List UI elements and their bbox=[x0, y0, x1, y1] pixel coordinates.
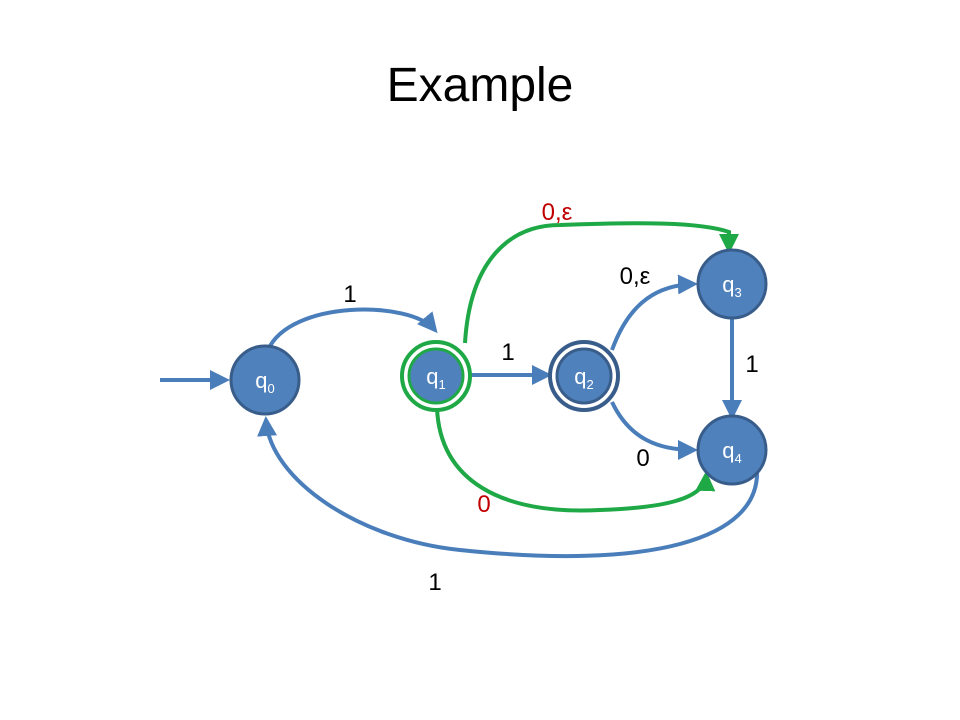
label-q1-q2: 1 bbox=[501, 339, 514, 366]
label-q2-q4: 0 bbox=[636, 445, 649, 472]
state-q1-sub: 1 bbox=[439, 377, 446, 392]
state-q1: q1 bbox=[400, 340, 472, 412]
state-q0-base: q bbox=[255, 368, 267, 393]
label-q2-q3: 0,ε bbox=[620, 263, 651, 290]
state-q3-base: q bbox=[722, 272, 734, 297]
state-q2-sub: 2 bbox=[587, 377, 594, 392]
label-q3-q4: 1 bbox=[745, 351, 758, 378]
state-q1-base: q bbox=[426, 364, 438, 389]
svg-text:q4: q4 bbox=[722, 438, 741, 466]
slide-title: Example bbox=[386, 59, 574, 112]
svg-text:q3: q3 bbox=[722, 272, 741, 300]
edge-q0-q1 bbox=[266, 307, 438, 351]
edge-q2-q3 bbox=[610, 274, 698, 351]
state-q4-sub: 4 bbox=[735, 451, 742, 466]
state-q3-sub: 3 bbox=[735, 285, 742, 300]
label-q1-q3: 0,ε bbox=[542, 199, 573, 226]
label-q4-q0: 1 bbox=[428, 569, 441, 596]
edge-q1-q4 bbox=[435, 407, 716, 513]
state-q2: q2 bbox=[548, 340, 620, 412]
label-q1-q4: 0 bbox=[477, 491, 490, 518]
state-q0: q0 bbox=[229, 344, 301, 416]
state-q4: q4 bbox=[696, 414, 768, 486]
svg-text:q2: q2 bbox=[574, 364, 593, 392]
edge-q1-q3 bbox=[463, 221, 739, 344]
state-q4-base: q bbox=[722, 438, 734, 463]
label-q0-q1: 1 bbox=[343, 281, 356, 308]
svg-text:q1: q1 bbox=[426, 364, 445, 392]
edge-q2-q4 bbox=[610, 401, 698, 460]
state-q0-sub: 0 bbox=[268, 381, 275, 396]
edge-q4-q0 bbox=[257, 416, 760, 559]
svg-text:q0: q0 bbox=[255, 368, 274, 396]
state-q3: q3 bbox=[696, 248, 768, 320]
state-q2-base: q bbox=[574, 364, 586, 389]
